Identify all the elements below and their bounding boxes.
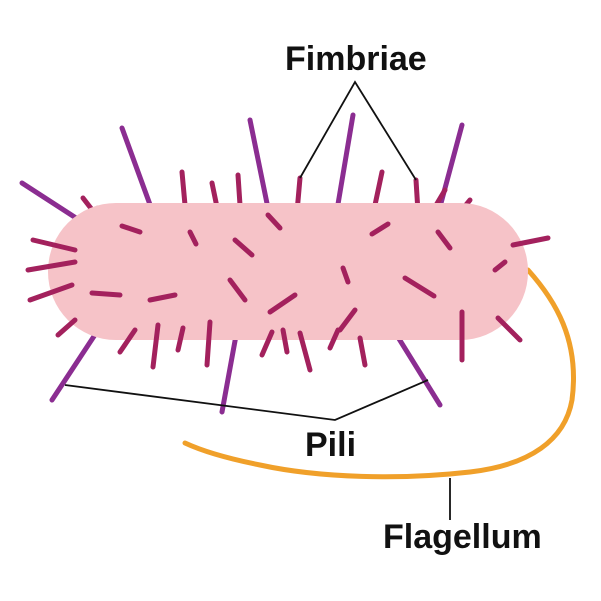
- pili-leader: [64, 379, 429, 421]
- pilus: [219, 327, 240, 415]
- fimbriae-front: [25, 212, 551, 373]
- pili-label: Pili: [305, 426, 357, 464]
- pilus: [434, 122, 465, 221]
- fimbriae-leader: [299, 80, 417, 181]
- flagellum: [182, 267, 576, 480]
- cell-body: [48, 203, 528, 340]
- leader-lines: [64, 80, 451, 520]
- flagellum-label: Flagellum: [383, 518, 542, 556]
- fimbriae-label: Fimbriae: [285, 40, 427, 78]
